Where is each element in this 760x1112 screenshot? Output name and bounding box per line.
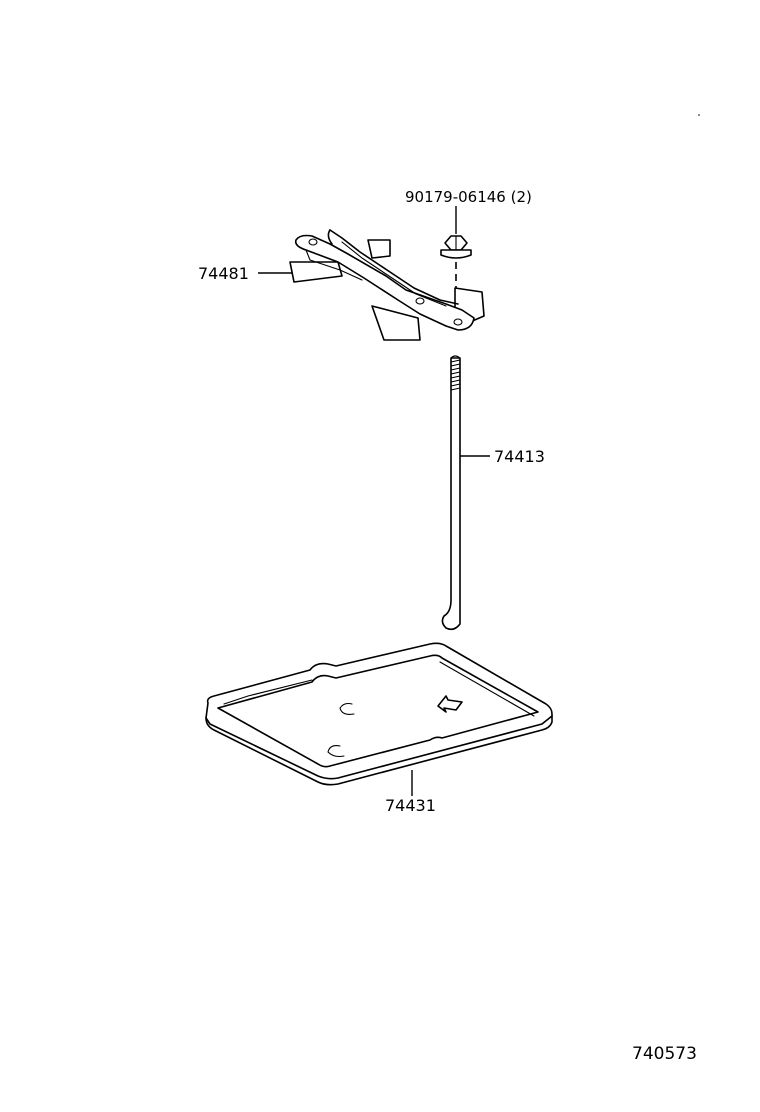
rod-part-number: 74413 [494, 447, 545, 466]
battery-clamp-icon [289, 229, 485, 341]
nut-part-number: 90179-06146 (2) [405, 188, 532, 206]
diagram-code: 740573 [632, 1044, 697, 1064]
flange-nut-icon [440, 235, 472, 259]
tray-part-number: 74431 [385, 796, 436, 815]
stray-mark [698, 114, 700, 116]
hook-rod-icon [441, 355, 461, 631]
clamp-part-number: 74481 [198, 264, 249, 283]
battery-tray-icon [205, 642, 553, 786]
